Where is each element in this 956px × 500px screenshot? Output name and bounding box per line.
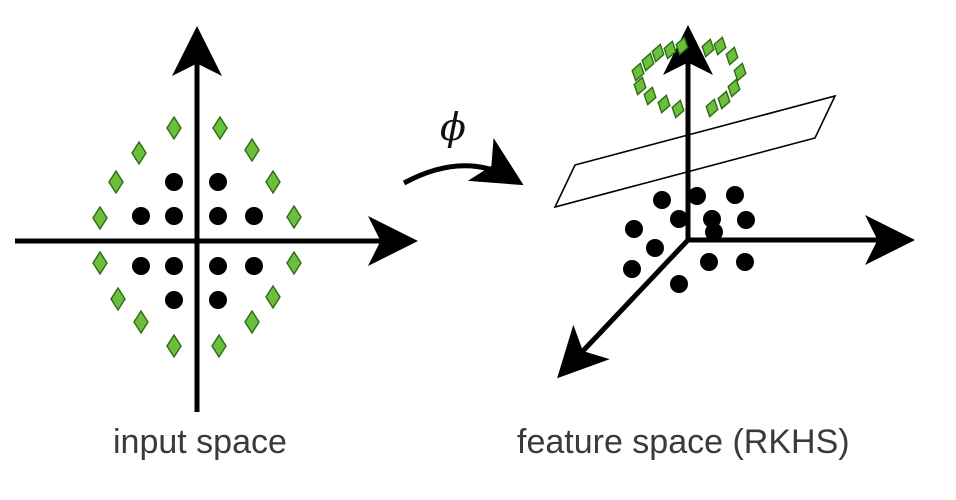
feature-class-a-diamond [641,52,655,72]
feature-class-a-diamond [717,90,731,110]
input-class-a-diamond [133,309,149,335]
input-class-a-diamond [92,250,108,276]
feature-class-b-dot [646,239,664,257]
mapping-arrow-curve [402,137,524,186]
feature-z-axis [557,238,690,379]
input-class-a-diamond [92,205,108,231]
feature-class-b-dot [736,253,754,271]
feature-class-b-points [623,186,755,293]
feature-class-a-diamond [663,40,677,60]
input-class-a-points [92,115,302,359]
input-class-b-dot [165,173,183,191]
feature-class-a-diamond [675,36,689,56]
mapping-arrow [402,137,524,186]
input-class-b-dot [245,257,263,275]
feature-class-a-diamond [725,46,739,66]
feature-class-b-dot [700,253,718,271]
input-class-a-diamond [212,115,228,141]
input-class-a-diamond [211,333,227,359]
feature-class-a-points [631,36,747,119]
input-class-a-diamond [110,286,126,312]
feature-class-a-diamond [727,78,741,98]
feature-class-a-diamond [633,76,647,96]
input-class-a-diamond [108,169,124,195]
input-class-a-diamond [244,137,260,163]
feature-class-b-dot [705,223,723,241]
input-space-axes [15,26,418,412]
input-class-b-dot [209,291,227,309]
feature-space-caption: feature space (RKHS) [517,423,850,461]
feature-class-a-diamond [701,38,715,58]
feature-class-b-dot [726,186,744,204]
input-class-b-dot [245,207,263,225]
input-class-b-dot [165,291,183,309]
feature-class-b-dot [670,210,688,228]
feature-space-panel [553,25,915,379]
feature-class-b-dot [653,191,671,209]
input-class-b-dot [209,257,227,275]
input-space-caption: input space [113,423,287,461]
input-class-b-dot [132,257,150,275]
input-class-a-diamond [265,284,281,310]
separating-hyperplane [553,94,837,209]
input-class-a-diamond [286,250,302,276]
feature-class-b-dot [670,275,688,293]
feature-class-a-diamond [657,94,671,114]
feature-class-b-dot [623,260,641,278]
feature-class-a-diamond [713,36,727,56]
feature-class-b-dot [688,187,706,205]
feature-class-a-diamond [643,86,657,106]
input-class-a-diamond [166,333,182,359]
feature-class-a-diamond [671,99,685,119]
input-class-a-diamond [166,115,182,141]
input-class-b-dot [132,207,150,225]
input-class-a-diamond [244,309,260,335]
input-class-b-dot [209,173,227,191]
input-class-a-diamond [131,140,147,166]
feature-class-a-diamond [733,62,747,82]
mapping-phi-label: ϕ [440,105,466,149]
input-class-b-dot [165,207,183,225]
feature-space-axes [557,215,915,379]
feature-class-b-dot [737,211,755,229]
feature-class-b-dot [625,220,643,238]
feature-class-a-diamond [705,98,719,118]
input-class-b-points [132,173,263,309]
input-class-b-dot [209,207,227,225]
feature-class-a-diamond [651,43,665,63]
input-space-panel [15,26,418,412]
input-class-b-dot [165,257,183,275]
feature-class-a-diamond [631,62,645,82]
input-class-a-diamond [286,204,302,230]
input-class-a-diamond [265,169,281,195]
